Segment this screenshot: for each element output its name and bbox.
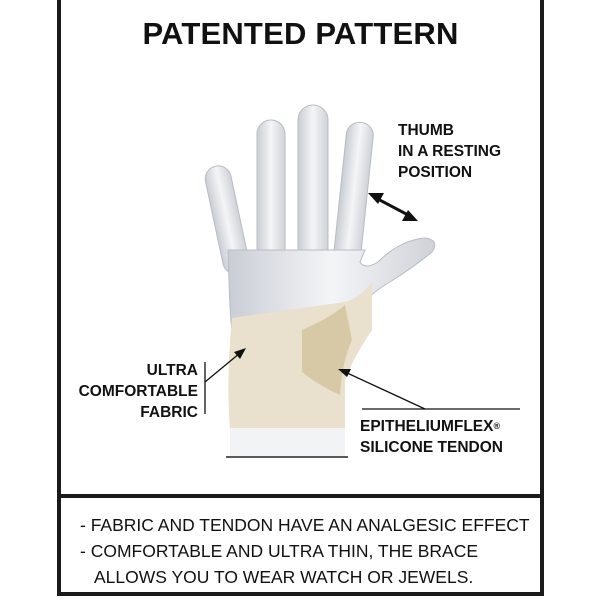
thumb-double-arrow [368, 193, 418, 221]
tendon-label: EPITHELIUMFLEX® SILICONE TENDON [360, 416, 503, 458]
wrist [230, 428, 345, 456]
fabric-pointer [204, 348, 246, 414]
list-item: - COMFORTABLE AND ULTRA THIN, THE BRACE [80, 541, 479, 561]
page-title: PATENTED PATTERN [142, 16, 459, 51]
hand [204, 104, 436, 331]
tendon-label-line: SILICONE TENDON [360, 439, 503, 456]
fabric-label: ULTRA COMFORTABLE FABRIC [60, 360, 198, 423]
fabric-label-line: COMFORTABLE [78, 383, 198, 400]
thumb-label-line: THUMB [398, 122, 454, 139]
fabric-label-line: ULTRA [146, 362, 198, 379]
tendon-pointer [338, 369, 520, 410]
registered-mark: ® [493, 421, 501, 431]
outer-frame [57, 0, 544, 596]
tendon [302, 305, 352, 395]
divider [57, 494, 544, 498]
thumb-label-line: POSITION [398, 164, 473, 181]
feature-list: - FABRIC AND TENDON HAVE AN ANALGESIC EF… [80, 512, 530, 590]
fabric-label-line: FABRIC [140, 404, 198, 421]
thumb-label-line: IN A RESTING [398, 143, 502, 160]
thumb-label: THUMB IN A RESTING POSITION [398, 120, 501, 183]
list-item: - FABRIC AND TENDON HAVE AN ANALGESIC EF… [80, 515, 530, 535]
tendon-label-line: EPITHELIUMFLEX [360, 418, 494, 435]
list-item: ALLOWS YOU TO WEAR WATCH OR JEWELS. [94, 567, 474, 587]
